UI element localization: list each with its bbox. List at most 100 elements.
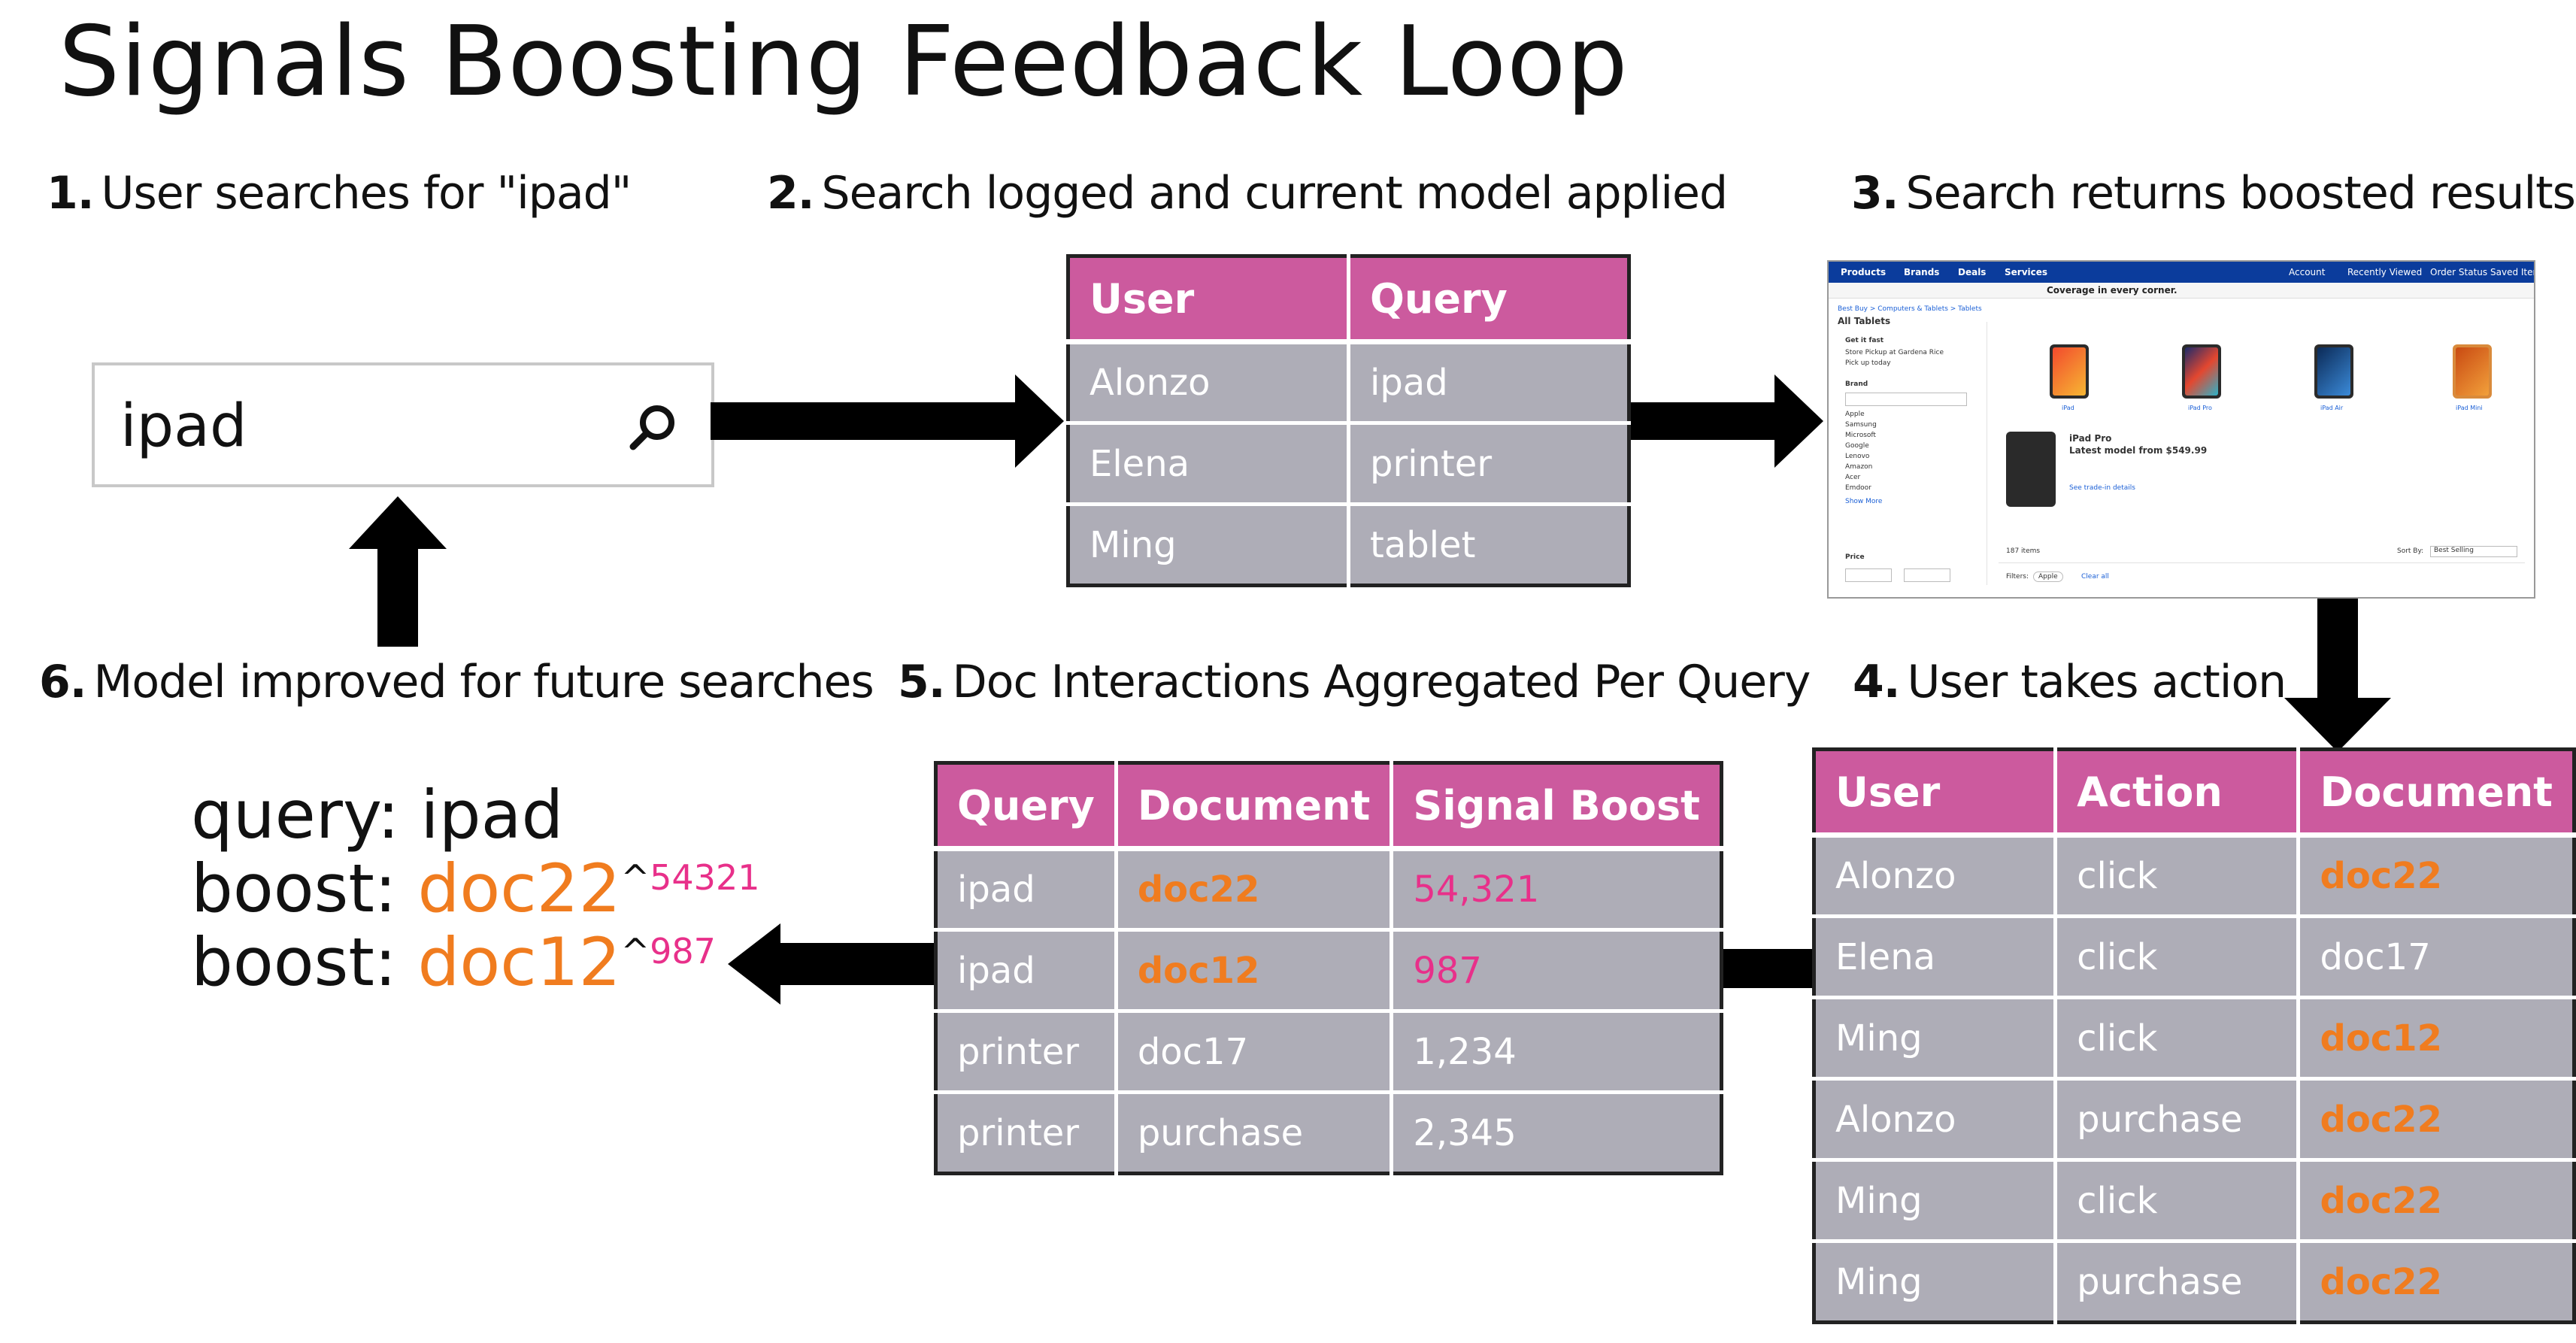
nav-order-status[interactable]: Order Status (2430, 267, 2488, 277)
cell-document: doc22 (2298, 1160, 2574, 1243)
search-box[interactable] (92, 362, 714, 487)
filter-label: Filters: (2006, 573, 2029, 581)
cell-document: doc12 (2298, 997, 2574, 1081)
ipad-thumbnail[interactable] (2050, 344, 2089, 399)
table-row: ipad doc12 987 (935, 929, 1722, 1013)
cell-document: doc22 (2298, 1078, 2574, 1162)
nav-saved-items[interactable]: Saved Items (2490, 267, 2534, 277)
cell-user: Ming (1814, 1160, 2058, 1243)
nav-services[interactable]: Services (2005, 267, 2048, 277)
promo-title: iPad Pro (2069, 433, 2112, 444)
cell-action: click (2055, 916, 2301, 999)
item-count: 187 items (2006, 547, 2041, 555)
promo-link[interactable]: See trade-in details (2069, 484, 2135, 492)
search-icon[interactable] (629, 402, 678, 451)
product-ipad[interactable]: iPad (2062, 405, 2074, 411)
brand-acer[interactable]: Acer (1845, 474, 1861, 481)
brand-lenovo[interactable]: Lenovo (1845, 453, 1870, 460)
header-action: Action (2055, 749, 2301, 838)
price-title: Price (1845, 553, 1865, 561)
brand-microsoft[interactable]: Microsoft (1845, 432, 1876, 439)
step-4-label: 4.User takes action (1853, 656, 2287, 708)
ipad-pro-thumbnail[interactable] (2182, 344, 2221, 399)
brand-samsung[interactable]: Samsung (1845, 421, 1877, 429)
cell-query: ipad (935, 929, 1118, 1013)
ipad-air-thumbnail[interactable] (2314, 344, 2353, 399)
cell-document: purchase (1116, 1092, 1394, 1174)
brand-emdoor[interactable]: Emdoor (1845, 484, 1871, 492)
step-6-label: 6.Model improved for future searches (39, 656, 874, 708)
cell-query: ipad (1348, 341, 1629, 425)
sort-label: Sort By: (2397, 547, 2424, 555)
filter-title: Get it fast (1845, 337, 1884, 344)
model-boost-line: boost: doc22^54321 (191, 850, 760, 927)
arrow-results-to-actions (2284, 562, 2391, 752)
ipad-pro-promo-image[interactable] (2006, 432, 2056, 507)
header-query: Query (935, 762, 1118, 851)
cell-user: Alonzo (1814, 1078, 2058, 1162)
table-row: Alonzo click doc22 (1814, 835, 2574, 918)
price-min-input[interactable] (1845, 568, 1892, 582)
cell-document: doc22 (2298, 835, 2574, 918)
table-row: Ming click doc22 (1814, 1160, 2574, 1243)
table-row: Elena click doc17 (1814, 916, 2574, 999)
ipad-mini-thumbnail[interactable] (2453, 344, 2492, 399)
cell-user: Alonzo (1068, 341, 1350, 425)
cell-query: printer (935, 1011, 1118, 1094)
nav-deals[interactable]: Deals (1958, 267, 1987, 277)
table-row: Alonzo ipad (1068, 341, 1629, 425)
step-1-label: 1.User searches for "ipad" (47, 167, 632, 220)
cell-user: Ming (1814, 1241, 2058, 1323)
user-actions-table: User Action Document Alonzo click doc22 … (1812, 747, 2576, 1324)
product-ipad-pro[interactable]: iPad Pro (2188, 405, 2212, 411)
breadcrumb[interactable]: Best Buy > Computers & Tablets > Tablets (1838, 305, 1982, 313)
arrow-aggregates-to-model (728, 923, 938, 1005)
cell-user: Alonzo (1814, 835, 2058, 918)
nav-recently-viewed[interactable]: Recently Viewed (2347, 267, 2423, 277)
search-input[interactable] (120, 385, 602, 468)
cell-signal-boost: 2,345 (1391, 1092, 1722, 1174)
nav-account[interactable]: Account (2289, 267, 2326, 277)
nav-products[interactable]: Products (1841, 267, 1887, 277)
filter-pickup-today[interactable]: Pick up today (1845, 359, 1891, 367)
header-user: User (1814, 749, 2058, 838)
step-5-label: 5.Doc Interactions Aggregated Per Query (898, 656, 1811, 708)
show-more-link[interactable]: Show More (1845, 498, 1883, 505)
results-divider (1999, 562, 2525, 563)
cell-document: doc17 (2298, 916, 2574, 999)
cell-document: doc22 (1116, 848, 1394, 932)
product-ipad-air[interactable]: iPad Air (2320, 405, 2344, 411)
brand-search-input[interactable] (1845, 393, 1967, 406)
arrow-model-to-search (349, 496, 447, 647)
cell-user: Ming (1068, 504, 1350, 586)
table-row: ipad doc22 54,321 (935, 848, 1722, 932)
header-document: Document (2298, 749, 2574, 838)
results-heading: All Tablets (1838, 316, 1891, 326)
sort-select[interactable]: Best Selling (2430, 546, 2517, 557)
header-query: Query (1348, 256, 1629, 344)
clear-all-link[interactable]: Clear all (2081, 573, 2109, 581)
filter-pickup[interactable]: Store Pickup at Gardena Rice (1845, 349, 1944, 356)
cell-query: printer (1348, 423, 1629, 506)
model-boost-line: boost: doc12^987 (191, 923, 716, 1001)
table-row: printer doc17 1,234 (935, 1011, 1722, 1094)
product-ipad-mini[interactable]: iPad Mini (2456, 405, 2483, 411)
brand-google[interactable]: Google (1845, 442, 1869, 450)
brand-title: Brand (1845, 380, 1868, 388)
brand-apple[interactable]: Apple (1845, 411, 1865, 418)
nav-brands[interactable]: Brands (1904, 267, 1940, 277)
cell-signal-boost: 987 (1391, 929, 1722, 1013)
cell-user: Ming (1814, 997, 2058, 1081)
cell-signal-boost: 54,321 (1391, 848, 1722, 932)
cell-document: doc17 (1116, 1011, 1394, 1094)
price-max-input[interactable] (1904, 568, 1950, 582)
promo-subtitle: Latest model from $549.99 (2069, 445, 2208, 456)
search-results-screenshot: Products Brands Deals Services Account R… (1827, 260, 2535, 599)
table-row: Ming purchase doc22 (1814, 1241, 2574, 1323)
header-signal-boost: Signal Boost (1391, 762, 1722, 851)
cell-user: Elena (1068, 423, 1350, 506)
brand-amazon[interactable]: Amazon (1845, 463, 1873, 471)
cell-action: purchase (2055, 1078, 2301, 1162)
filter-chip-apple[interactable]: Apple (2033, 571, 2063, 582)
table-row: Elena printer (1068, 423, 1629, 506)
